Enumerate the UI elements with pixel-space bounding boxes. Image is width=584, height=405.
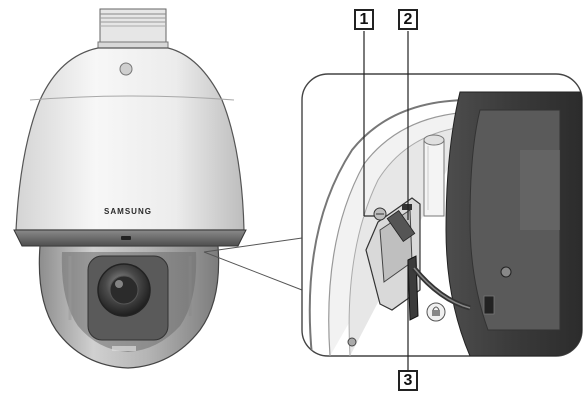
dome-body — [15, 47, 245, 231]
zoom-guide-lines — [203, 237, 303, 291]
callout-leader-lines — [363, 31, 409, 370]
mount-pipe — [97, 8, 169, 49]
brand-logo: SAMSUNG — [104, 207, 152, 216]
lock-icon — [432, 310, 440, 316]
callout-1: 1 — [354, 9, 374, 30]
detail-panel — [301, 73, 583, 357]
base-ring — [13, 229, 247, 247]
camera-bubble — [38, 245, 220, 369]
callout-3: 3 — [398, 370, 418, 391]
callout-2: 2 — [398, 9, 418, 30]
top-screw-icon — [119, 62, 133, 76]
